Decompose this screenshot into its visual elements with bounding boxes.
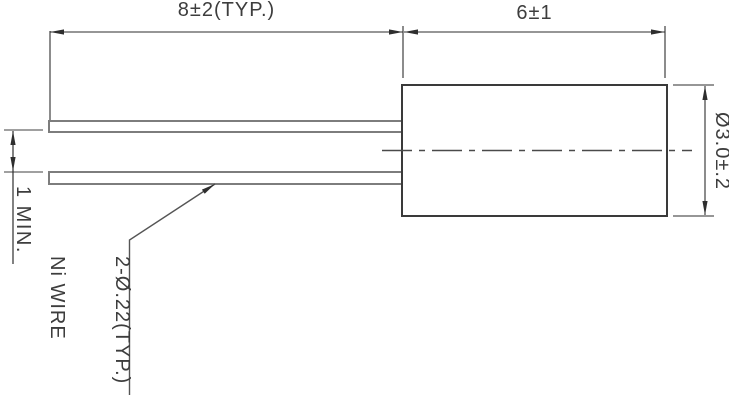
arrowhead-left xyxy=(50,29,64,35)
arrowhead-top xyxy=(702,86,708,100)
arrowhead-top xyxy=(10,131,16,145)
lead-wire-top xyxy=(48,120,403,133)
leader-wire-note xyxy=(128,183,216,395)
dim-label-lead-length: 8±2(TYP.) xyxy=(177,0,276,21)
dim-label-body-length: 6±1 xyxy=(516,2,553,24)
dimension-body-diameter xyxy=(673,84,714,217)
arrowhead-left xyxy=(404,29,418,35)
wire-note-material: Ni WIRE xyxy=(46,256,68,340)
dimension-lead-spacing xyxy=(4,129,43,264)
leader-line xyxy=(128,183,216,395)
wire-note-spec: 2-Ø.22(TYP.) xyxy=(111,256,133,385)
dim-label-body-diameter: Ø3.0±.2 xyxy=(711,112,729,191)
leader-arrowhead xyxy=(201,184,215,194)
wire-note: 2-Ø.22(TYP.) Ni WIRE xyxy=(2,256,176,384)
arrowhead-bottom xyxy=(702,201,708,215)
dimension-body-length xyxy=(404,26,666,78)
dimension-lead-length xyxy=(49,26,404,120)
arrowhead-right xyxy=(651,29,665,35)
dim-label-lead-spacing: 1 MIN. xyxy=(12,186,34,254)
arrowhead-bottom xyxy=(10,157,16,171)
lead-wire-bottom xyxy=(48,171,403,185)
arrowhead-right xyxy=(389,29,403,35)
